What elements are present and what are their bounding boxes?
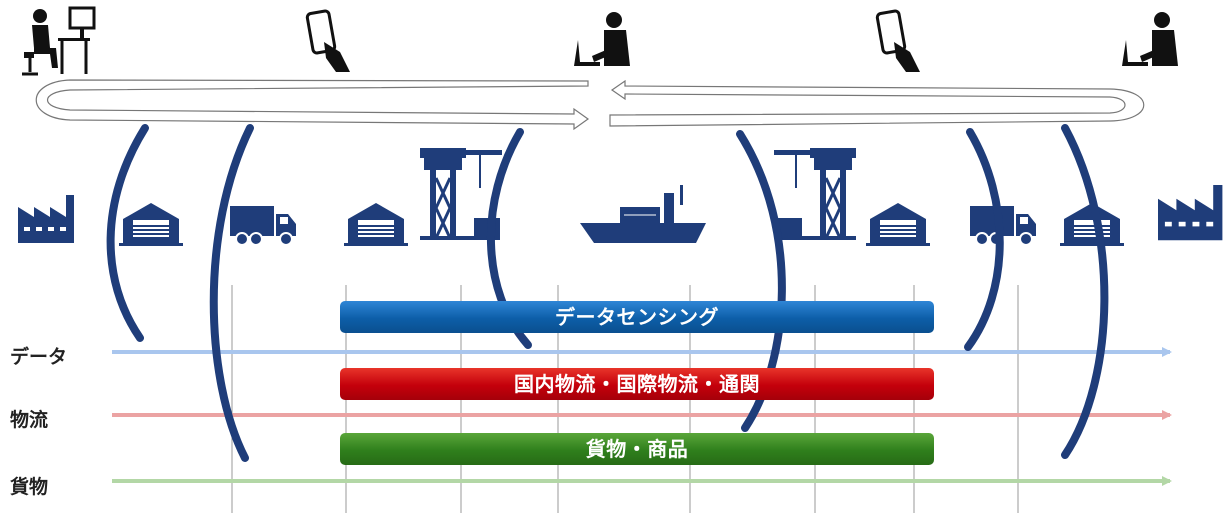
arc-connector <box>209 124 254 462</box>
smartphone-hand-icon <box>305 8 352 74</box>
cargo-ship-icon <box>580 185 706 243</box>
loop-arrow-right <box>609 79 1145 127</box>
laptop-worker-icon <box>1122 12 1178 66</box>
warehouse-icon <box>119 203 183 246</box>
laptop-worker-icon <box>574 12 630 66</box>
cargo-bar: 貨物・商品 <box>340 433 934 465</box>
warehouse-icon <box>866 203 930 246</box>
warehouse-icon <box>344 203 408 246</box>
data-sensing-bar: データセンシング <box>340 301 934 333</box>
row-label-cargo: 貨物 <box>10 476 49 498</box>
logistics-bar: 国内物流・国際物流・通関 <box>340 368 934 400</box>
information-loop <box>35 79 1145 131</box>
row-label-logistics: 物流 <box>10 409 49 431</box>
connector-arcs <box>106 124 1109 462</box>
desk-worker-icon <box>20 6 96 76</box>
smartphone-hand-icon <box>875 8 922 74</box>
loop-arrow-left <box>35 79 590 131</box>
row-label-data: データ <box>10 346 68 368</box>
factory-icon <box>1158 185 1223 241</box>
arc-connector <box>1061 124 1109 459</box>
factory-icon <box>18 195 74 243</box>
truck-icon <box>229 205 297 246</box>
arc-connector <box>106 124 149 342</box>
port-crane-icon <box>772 146 858 242</box>
arc-connector <box>964 128 1004 351</box>
